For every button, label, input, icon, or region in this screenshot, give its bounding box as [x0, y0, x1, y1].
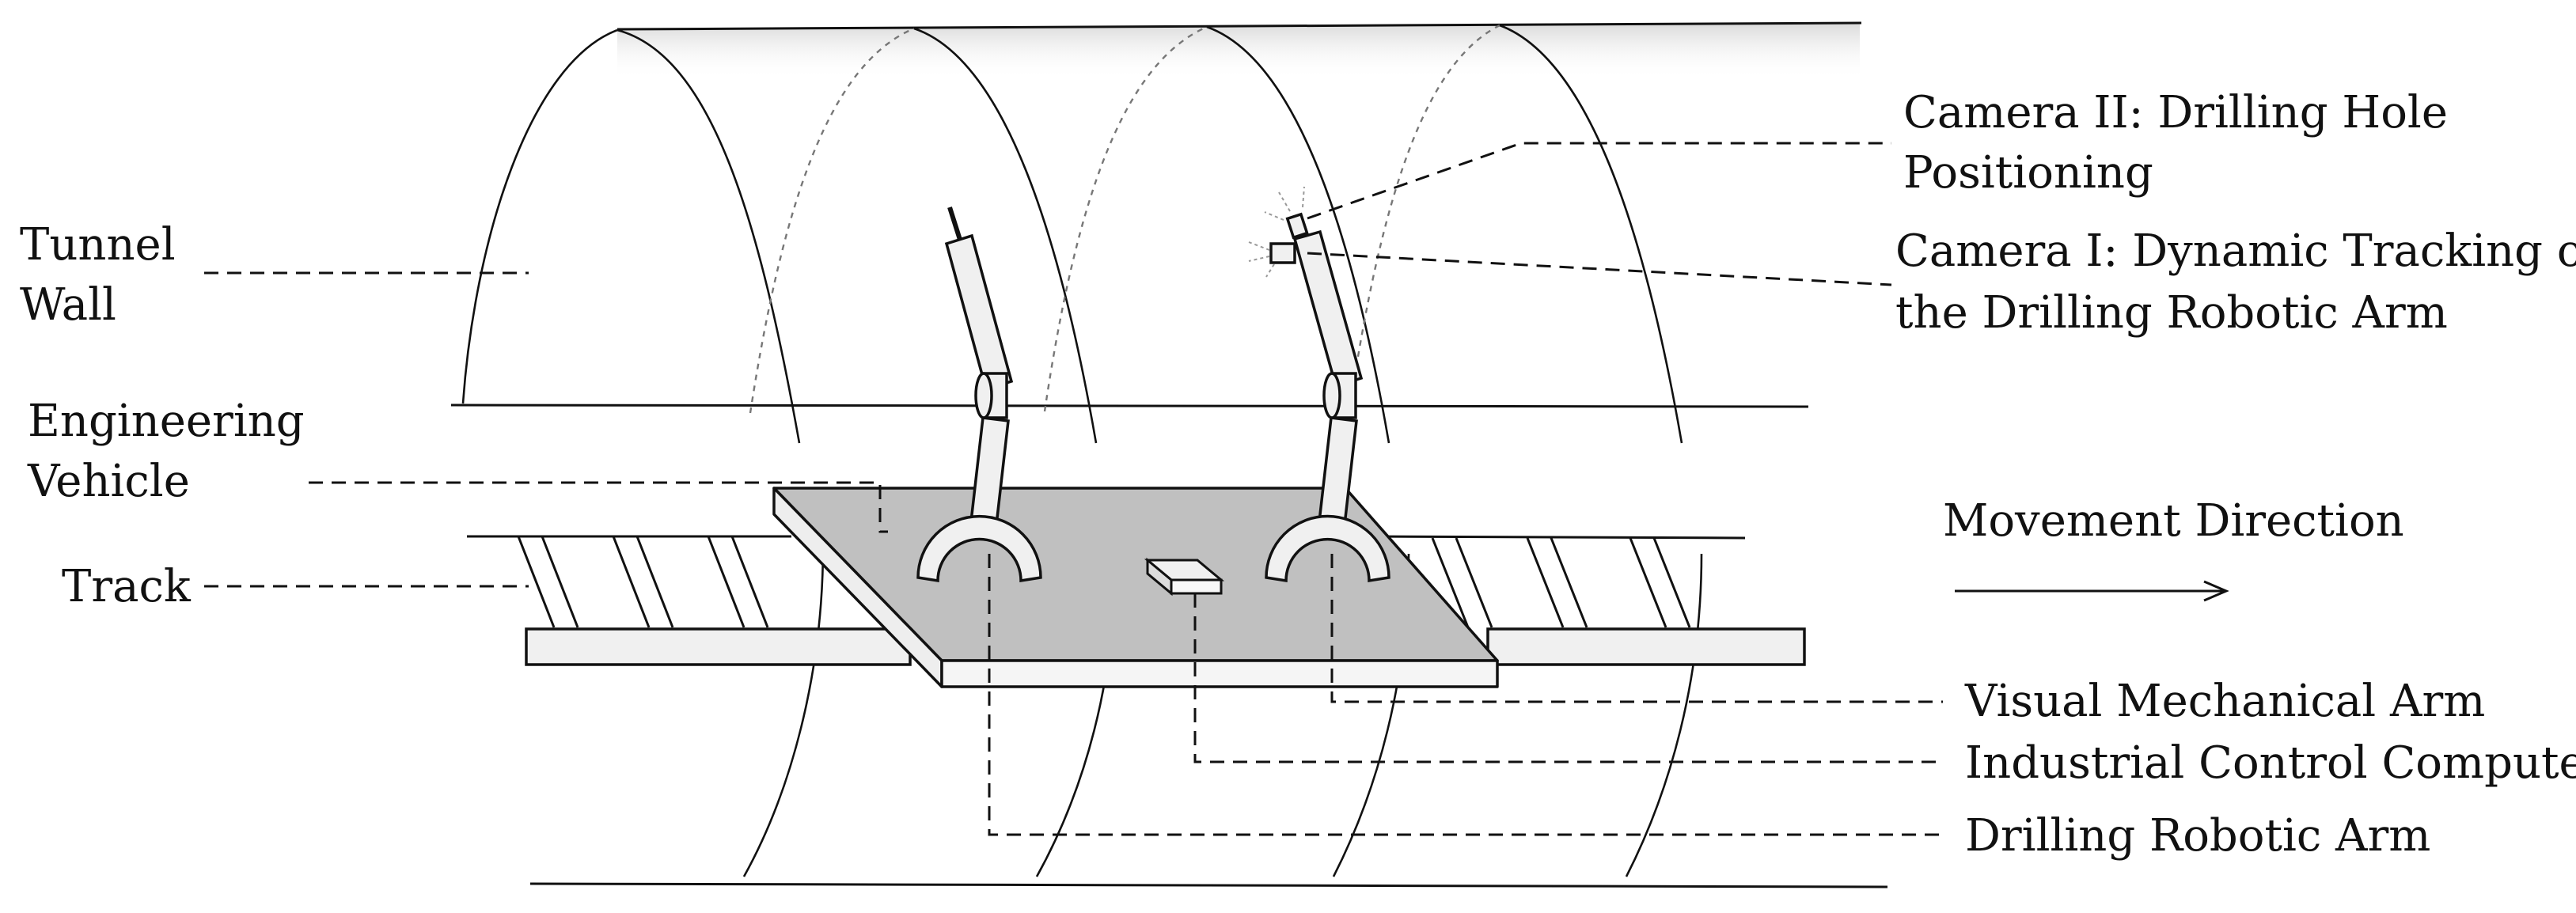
- tunnel: [450, 21, 1888, 888]
- label-engineering-vehicle-line1: Engineering: [28, 396, 305, 447]
- tunnel-top-line: [616, 21, 1862, 31]
- tunnel-ring: [1499, 24, 1683, 444]
- label-engineering-vehicle-line2: Vehicle: [27, 456, 190, 507]
- tunnel-mid-line: [450, 403, 1809, 408]
- label-tunnel-wall-line2: Wall: [20, 279, 116, 331]
- drilling-arm-joint: [974, 372, 993, 419]
- camera-2: [1285, 212, 1309, 240]
- tunnel-ring: [913, 27, 1098, 444]
- tunnel-ring: [461, 28, 618, 404]
- leader-visual-arm: [1330, 554, 1943, 703]
- track-rail-back-right: [1368, 535, 1746, 540]
- industrial-control-computer: [1144, 557, 1225, 597]
- track-beam-left: [525, 627, 912, 666]
- vehicle-platform-front: [940, 659, 1499, 688]
- label-camera-2-line1: Camera II: Drilling Hole: [1903, 87, 2448, 138]
- tunnel-ring-hidden: [1043, 25, 1208, 412]
- visual-mechanical-arm: [1248, 186, 1390, 583]
- leader-drilling-arm: [988, 554, 1943, 836]
- camera-1-flash-rays: [1248, 241, 1275, 278]
- label-movement-direction: Movement Direction: [1943, 495, 2404, 547]
- leader-camera-1: [1307, 252, 1892, 286]
- visual-arm-upper-link: [1292, 229, 1364, 388]
- track-sleepers-right: [1431, 537, 1691, 628]
- label-camera-1-line1: Camera I: Dynamic Tracking of: [1895, 225, 2576, 277]
- leader-control-computer: [1193, 593, 1943, 763]
- label-camera-1-line2: the Drilling Robotic Arm: [1895, 287, 2448, 339]
- leader-engineering-vehicle: [309, 481, 888, 533]
- label-industrial-control-computer: Industrial Control Computer: [1965, 737, 2576, 789]
- tunnel-bottom-line: [529, 882, 1888, 888]
- drilling-arm-upper-link: [944, 233, 1014, 392]
- leader-lines: [204, 142, 1943, 836]
- tunnel-ring: [1625, 553, 1703, 877]
- label-drilling-robotic-arm: Drilling Robotic Arm: [1965, 810, 2430, 862]
- camera-1: [1269, 242, 1296, 264]
- visual-arm-base: [1265, 514, 1390, 583]
- track: [467, 535, 1806, 666]
- tunnel-ring-hidden: [1348, 24, 1500, 412]
- label-tunnel-wall-line1: Tunnel: [20, 219, 176, 271]
- drilling-arm-base: [916, 514, 1042, 583]
- leader-camera-2: [1307, 142, 1891, 220]
- tunnel-top-shading: [617, 24, 1860, 79]
- track-beam-right: [1486, 627, 1806, 666]
- movement-direction-arrow: [1955, 580, 2229, 602]
- tunnel-ring: [1206, 25, 1390, 444]
- track-sleepers-left: [517, 536, 769, 628]
- tunnel-ring: [742, 545, 825, 877]
- visual-arm-joint: [1322, 372, 1341, 419]
- label-visual-mechanical-arm: Visual Mechanical Arm: [1964, 676, 2485, 727]
- drilling-robotic-arm: [916, 206, 1042, 583]
- tunnel-ring-hidden: [749, 27, 915, 414]
- drill-bit: [947, 206, 962, 241]
- tunnel-ring: [616, 28, 801, 444]
- label-camera-2-line2: Positioning: [1903, 147, 2153, 199]
- label-track: Track: [62, 561, 192, 612]
